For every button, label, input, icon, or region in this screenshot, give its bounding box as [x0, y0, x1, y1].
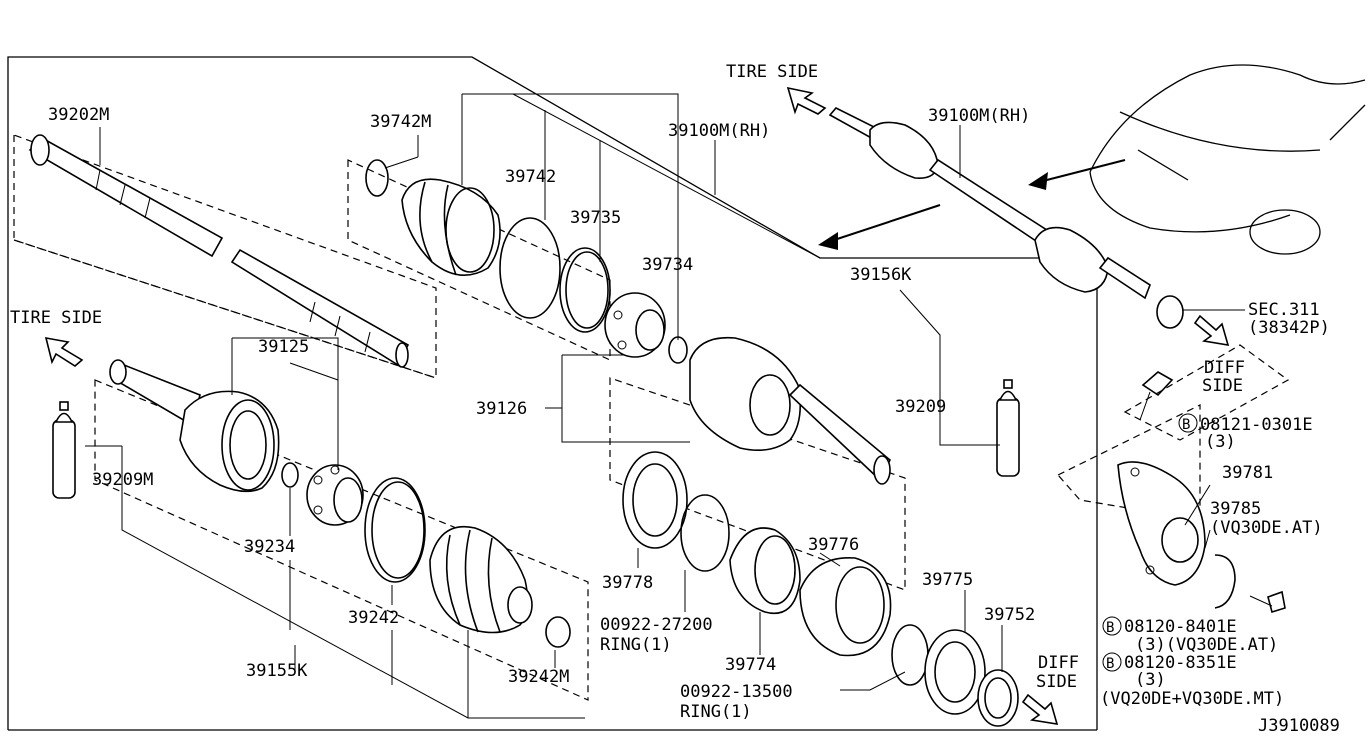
label-00922-13500: 00922-13500	[680, 682, 793, 702]
tire-side-arrow-left	[44, 336, 84, 367]
label-00922-27200: 00922-27200	[600, 615, 713, 635]
label-39735: 39735	[570, 208, 621, 228]
ring-00922-27200	[680, 494, 730, 572]
ring-39234	[281, 462, 299, 488]
bolt-marker-2: B	[1106, 620, 1114, 636]
ring-39735	[559, 247, 611, 333]
label-38342P: (38342P)	[1248, 318, 1330, 338]
ring-39785	[1214, 554, 1236, 609]
label-39209M: 39209M	[92, 470, 153, 490]
label-39734: 39734	[642, 255, 693, 275]
bolt-08121	[1139, 371, 1174, 421]
bracket-39781	[1057, 404, 1206, 586]
label-qty3-vq30de-at: (3)(VQ30DE.AT)	[1135, 635, 1278, 655]
label-diff-side-right-1: DIFF	[1204, 358, 1245, 378]
bolt-08120	[1249, 590, 1286, 614]
label-39155K: 39155K	[246, 661, 308, 681]
boot-39742	[401, 178, 501, 277]
label-08121-0301E: 08121-0301E	[1200, 415, 1313, 435]
label-qty3-b: (3)	[1135, 670, 1166, 690]
callout-labels: 39202M 39742M 39742 39735 39734 39100M(R…	[10, 62, 1340, 736]
label-ring1-b: RING(1)	[680, 702, 752, 722]
label-39202M: 39202M	[48, 105, 109, 125]
vehicle-outline	[1089, 64, 1366, 255]
label-39242M: 39242M	[508, 667, 569, 687]
bolt-marker-1: B	[1182, 417, 1190, 433]
seal-39778	[622, 451, 688, 549]
label-39785: 39785	[1210, 499, 1261, 519]
diff-side-dashed-box	[1123, 344, 1290, 441]
label-39742M: 39742M	[370, 112, 431, 132]
label-39778: 39778	[602, 573, 653, 593]
plate-39775	[924, 629, 986, 715]
bolt-marker-circle-1	[1178, 413, 1198, 433]
diff-side-arrow-right	[1193, 314, 1230, 346]
bolt-marker-circle-3	[1102, 652, 1122, 672]
label-39742: 39742	[505, 167, 556, 187]
dashed-group-boxes	[13, 134, 906, 701]
ball-cage-39125	[306, 464, 364, 526]
label-39100M-RH-a: 39100M(RH)	[668, 121, 770, 141]
assembled-drive-shaft	[828, 107, 1184, 329]
tire-side-arrow-top	[786, 86, 827, 115]
label-vq30de-at-1: (VQ30DE.AT)	[1210, 518, 1323, 538]
label-39775: 39775	[922, 570, 973, 590]
clip-39242m	[545, 616, 571, 648]
label-39781: 39781	[1222, 463, 1273, 483]
outer-cv-joint	[109, 359, 280, 493]
grease-tube-39209	[996, 379, 1020, 477]
diff-side-arrow-bottom	[1021, 693, 1059, 725]
label-39776: 39776	[808, 535, 859, 555]
label-39156K: 39156K	[850, 265, 912, 285]
grease-tube-39209m	[52, 401, 76, 499]
seal-39752	[977, 669, 1019, 727]
direction-arrows	[818, 159, 1126, 250]
label-vq20de-vq30de-mt: (VQ20DE+VQ30DE.MT)	[1100, 689, 1284, 709]
shaft-39202m	[28, 134, 410, 368]
bolt-marker-3: B	[1106, 656, 1114, 672]
label-tire-side-left: TIRE SIDE	[10, 308, 102, 328]
leader-lines	[85, 93, 1245, 719]
label-ring1-a: RING(1)	[600, 635, 672, 655]
label-39752: 39752	[984, 605, 1035, 625]
clip-39742m	[365, 159, 389, 197]
label-qty3-a: (3)	[1205, 432, 1236, 452]
bracket-39776	[799, 557, 892, 657]
band-39742	[499, 217, 561, 319]
snap-ring	[668, 336, 688, 364]
label-39100M-RH-b: 39100M(RH)	[928, 106, 1030, 126]
exploded-view-frame	[7, 56, 1098, 731]
label-39242: 39242	[348, 608, 399, 628]
label-diff-side-right-2: SIDE	[1202, 376, 1243, 396]
label-diff-side-bottom-1: DIFF	[1038, 653, 1079, 673]
label-sec311: SEC.311	[1248, 300, 1320, 320]
diagram-code: J3910089	[1258, 716, 1340, 736]
bolt-marker-circle-2	[1102, 616, 1122, 636]
label-39126: 39126	[476, 399, 527, 419]
label-39234: 39234	[244, 537, 295, 557]
bearing-39774	[729, 527, 801, 615]
label-08120-8401E: 08120-8401E	[1124, 617, 1237, 637]
label-39774: 39774	[725, 655, 776, 675]
label-tire-side-top: TIRE SIDE	[726, 62, 818, 82]
inner-housing-39126	[689, 336, 891, 485]
boot-39155k	[429, 526, 533, 634]
tripod-39734	[604, 292, 666, 358]
label-39125: 39125	[258, 337, 309, 357]
band-39242	[364, 477, 426, 583]
label-diff-side-bottom-2: SIDE	[1036, 672, 1077, 692]
label-08120-8351E: 08120-8351E	[1124, 653, 1237, 673]
label-39209: 39209	[895, 397, 946, 417]
